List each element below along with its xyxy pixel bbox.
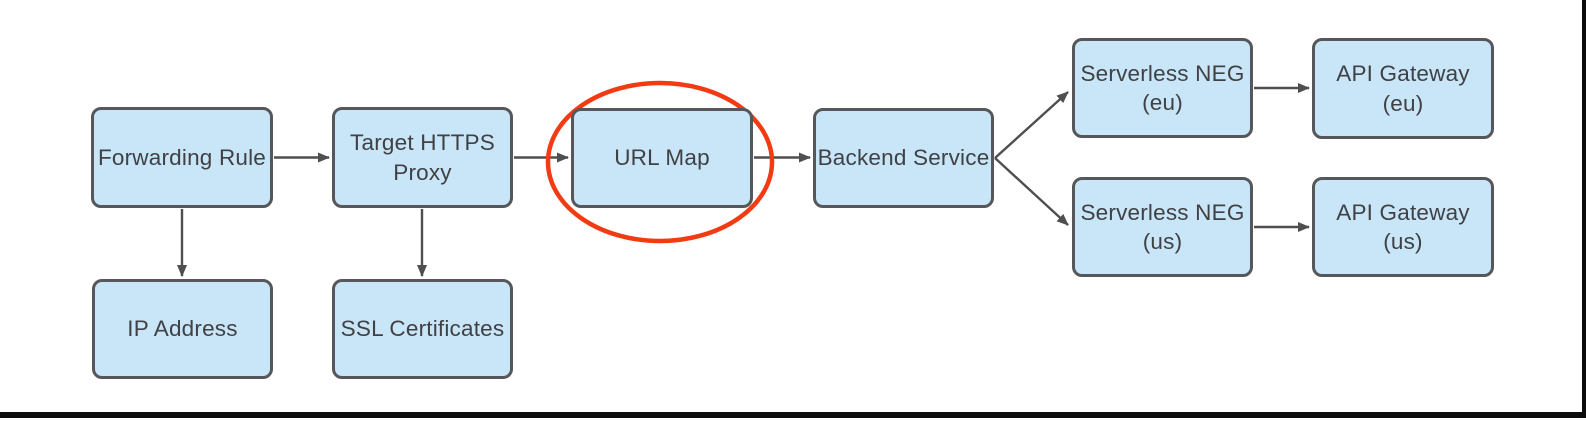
frame-right-border [1582,0,1586,418]
node-serverless-neg-us-label: Serverless NEG (us) [1080,199,1245,254]
node-forwarding-rule-label: Forwarding Rule [97,144,267,170]
node-ssl-certificates[interactable]: SSL Certificates [332,279,513,379]
node-ssl-certificates-label: SSL Certificates [340,316,505,342]
node-target-https-proxy[interactable]: Target HTTPS Proxy [332,107,513,208]
node-serverless-neg-us[interactable]: Serverless NEG (us) [1072,177,1253,277]
node-api-gateway-us[interactable]: API Gateway (us) [1312,177,1494,277]
frame-bottom-border [0,412,1586,418]
node-ip-address[interactable]: IP Address [92,279,273,379]
node-serverless-neg-eu[interactable]: Serverless NEG (eu) [1072,38,1253,138]
node-backend-service-label: Backend Service [817,145,990,171]
node-backend-service[interactable]: Backend Service [813,108,994,208]
node-forwarding-rule[interactable]: Forwarding Rule [91,107,273,208]
node-ip-address-label: IP Address [127,316,238,342]
node-serverless-neg-eu-label: Serverless NEG (eu) [1080,60,1245,115]
edge-backend-service-to-serverless-neg-eu [994,91,1069,159]
highlight-ellipse[interactable] [545,80,775,244]
node-api-gateway-us-label: API Gateway (us) [1336,199,1470,254]
node-api-gateway-eu[interactable]: API Gateway (eu) [1312,38,1494,139]
node-url-map[interactable]: URL Map [571,108,753,208]
node-target-https-proxy-label: Target HTTPS Proxy [350,130,495,185]
node-url-map-label: URL Map [614,145,710,171]
node-api-gateway-eu-label: API Gateway (eu) [1336,61,1470,116]
edge-backend-service-to-serverless-neg-us [994,157,1069,226]
